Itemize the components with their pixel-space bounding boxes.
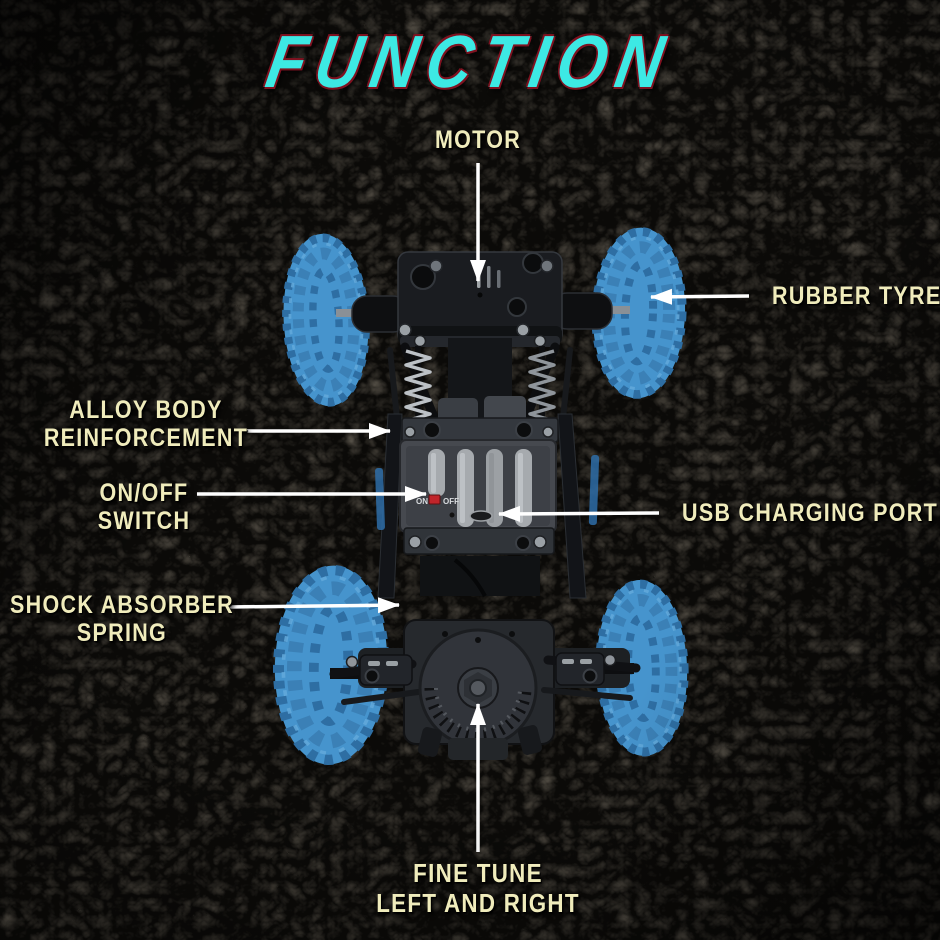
rubber-tyre-arrow xyxy=(650,288,750,305)
shock-spring-arrow xyxy=(227,597,400,614)
fine-tune-label: FINE TUNE LEFT AND RIGHT xyxy=(376,858,580,918)
motor-label: MOTOR xyxy=(434,126,522,154)
usb-port-arrow xyxy=(498,505,660,522)
page-title: FUNCTION xyxy=(260,20,680,103)
rubber-tyre-label: RUBBER TYRE xyxy=(772,282,940,310)
alloy-body-reinforcement-label: ALLOY BODY REINFORCEMENT xyxy=(43,396,249,452)
usb-charging-port-label: USB CHARGING PORT xyxy=(682,499,939,527)
shock-absorber-spring-label: SHOCK ABSORBER SPRING xyxy=(10,591,234,647)
on-off-switch-label: ON/OFF SWITCH xyxy=(97,479,191,535)
